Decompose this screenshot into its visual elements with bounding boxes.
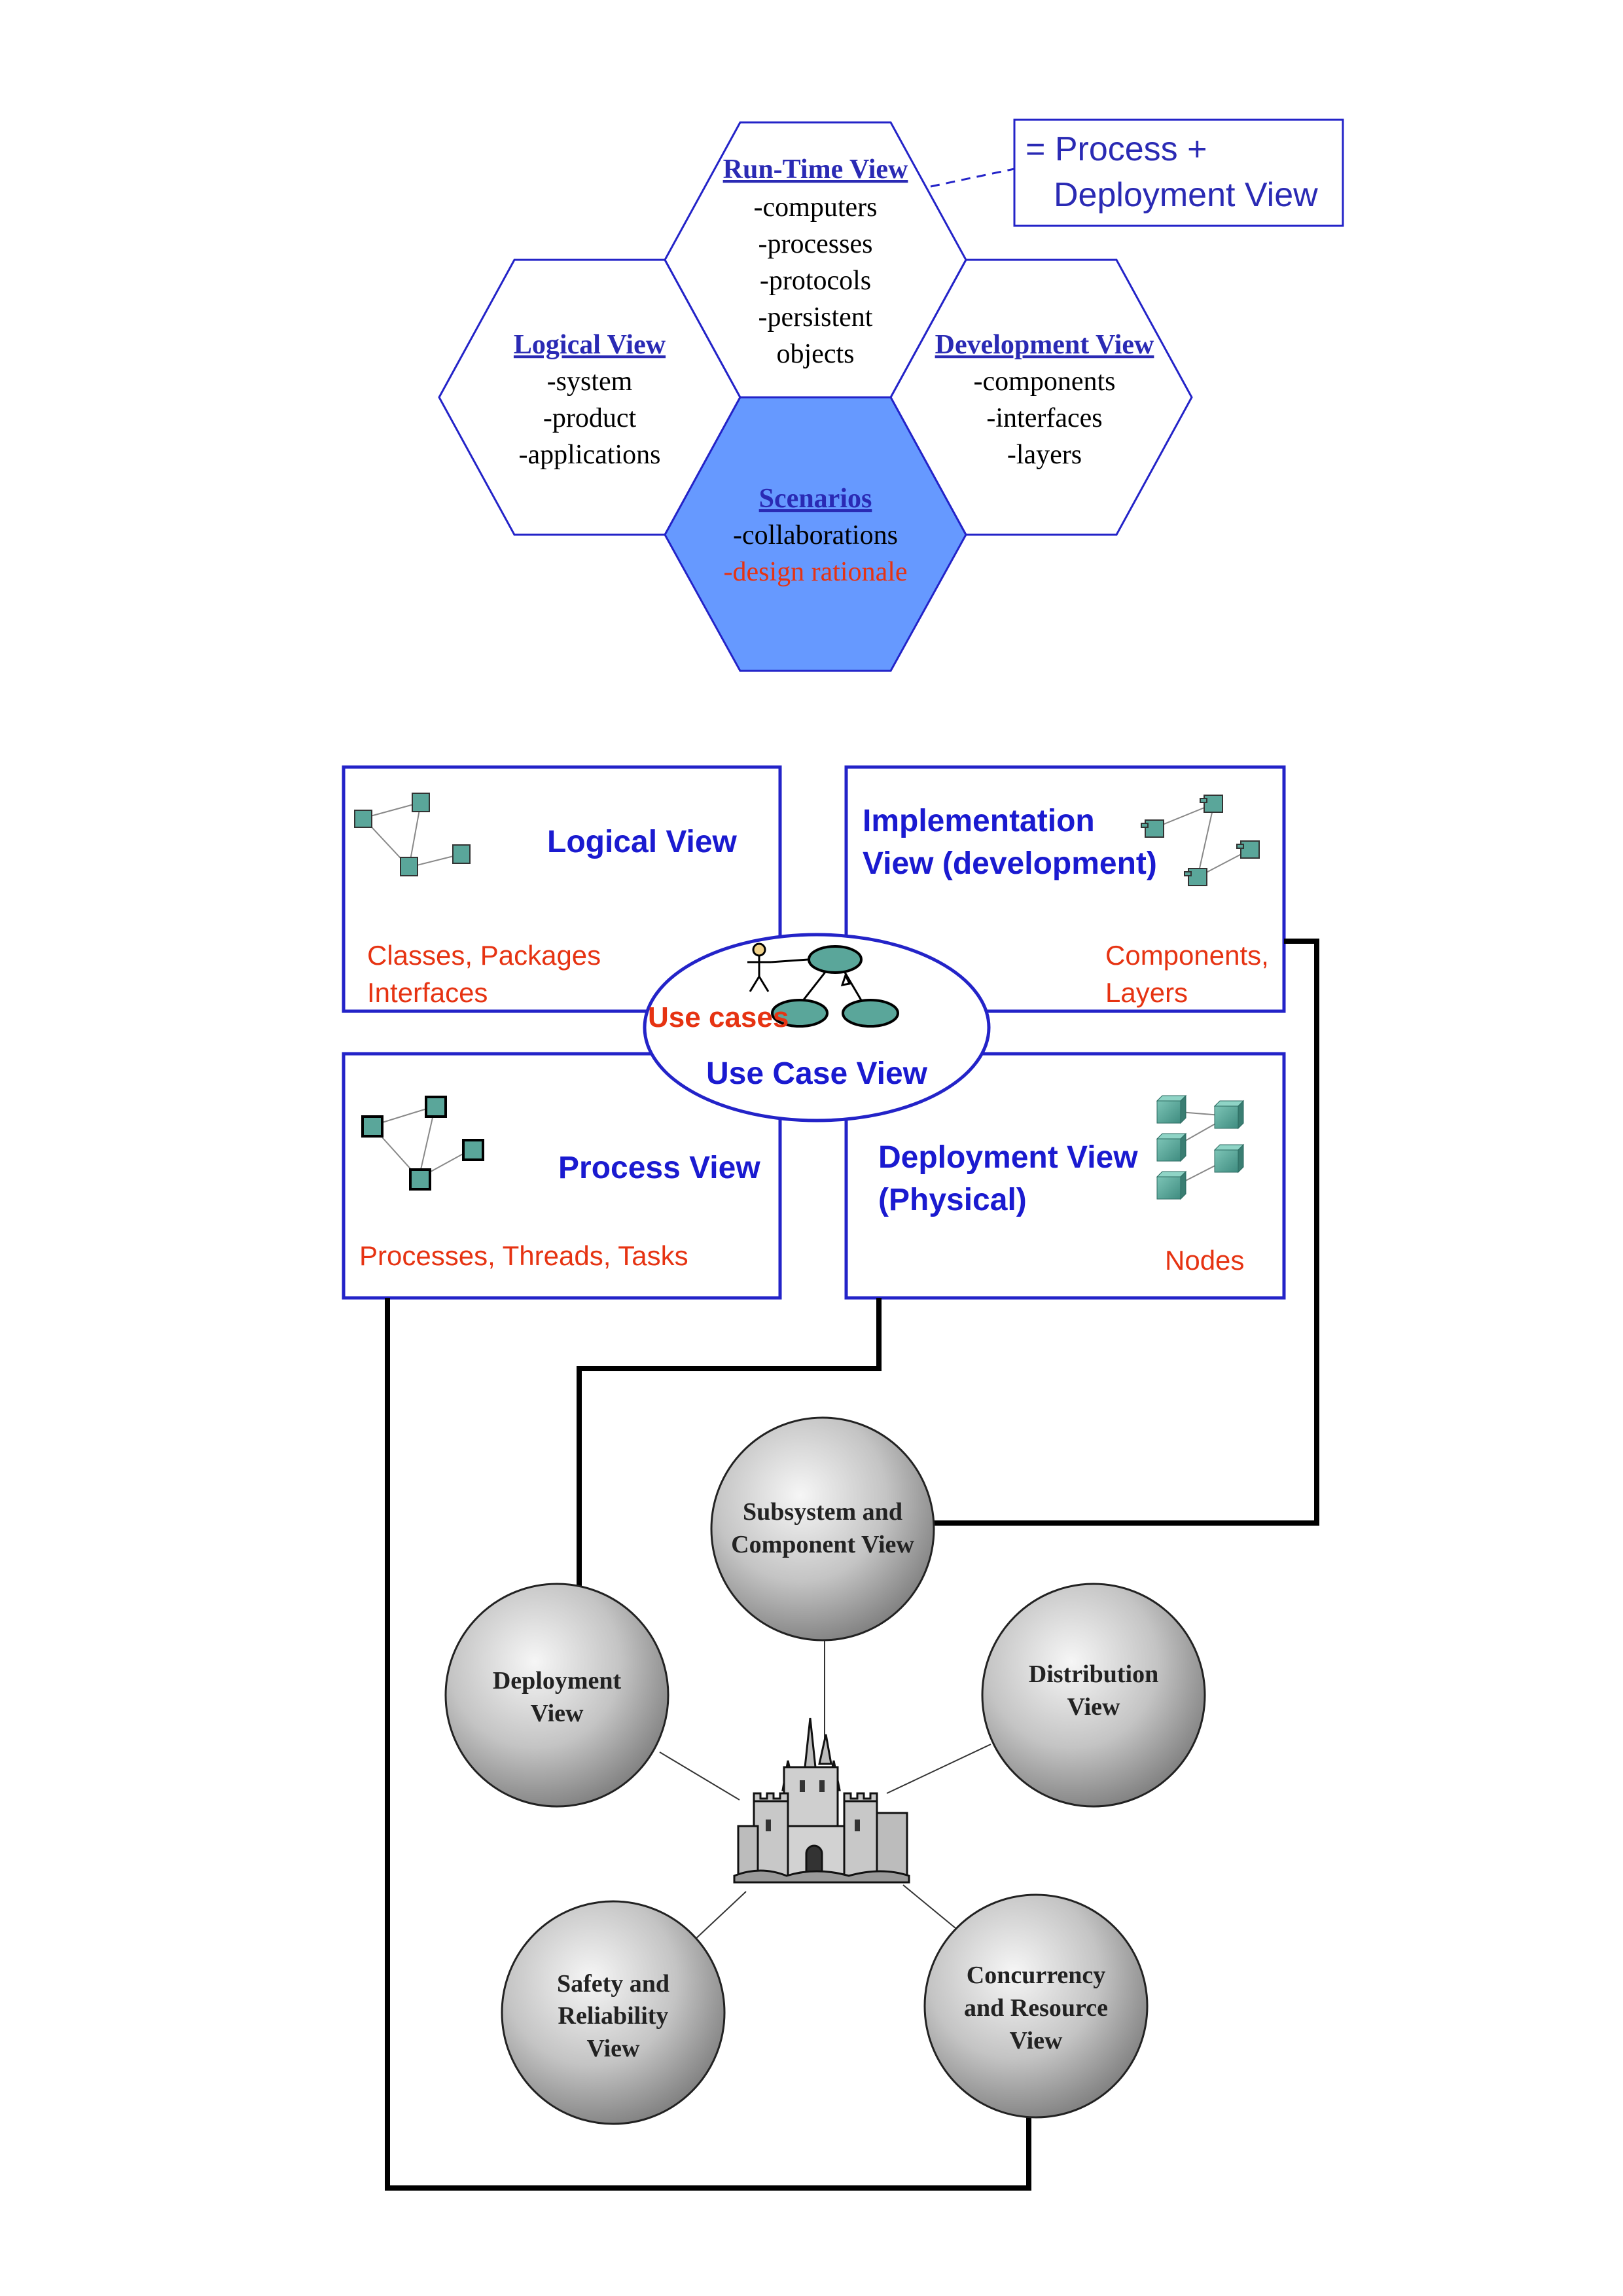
implementation-box-title-1: Implementation — [863, 804, 1095, 838]
sphere-distribution — [981, 1583, 1206, 1808]
logical-hex-item-1: -system — [547, 367, 633, 397]
connector-implementation-subsystem — [932, 939, 1319, 1526]
logical-hex-item-2: -product — [543, 403, 637, 433]
node-cubes-icon — [1156, 1094, 1245, 1200]
logical-box-title: Logical View — [547, 825, 738, 859]
spheres-diagram: Subsystem and Component View Deployment … — [444, 1416, 1206, 2125]
runtime-item-3: -protocols — [760, 266, 871, 296]
sphere-safety — [501, 1900, 726, 2125]
runtime-title: Run-Time View — [723, 154, 908, 185]
usecase-ellipse — [643, 933, 991, 1122]
scenarios-item-1: -collaborations — [733, 520, 898, 550]
logical-box-sub-2: Interfaces — [367, 977, 488, 1008]
sphere-deployment-line-2: View — [531, 1700, 584, 1727]
sphere-distribution-line-2: View — [1067, 1693, 1120, 1721]
implementation-box-sub-2: Layers — [1105, 977, 1188, 1008]
runtime-item-1: -computers — [754, 192, 878, 223]
logical-box-sub-1: Classes, Packages — [367, 940, 601, 971]
callout: = Process + Deployment View — [930, 118, 1344, 227]
usecase-title: Use Case View — [706, 1056, 928, 1091]
sphere-deployment — [444, 1583, 669, 1808]
deployment-box-title-2: (Physical) — [878, 1183, 1027, 1217]
component-diagram-icon — [1141, 795, 1260, 886]
view-boxes: Logical View Classes, Packages Interface… — [342, 765, 1286, 1300]
sphere-subsystem — [710, 1416, 935, 1641]
class-diagram-icon — [354, 793, 471, 876]
connector-process-concurrency — [385, 1298, 1031, 2191]
sphere-concurrency-line-2: and Resource — [964, 1994, 1108, 2022]
runtime-item-2: -processes — [758, 229, 873, 259]
callout-line-1: = Process + — [1026, 130, 1207, 168]
development-hex-item-3: -layers — [1007, 440, 1082, 470]
usecase-label: Use cases — [648, 1001, 789, 1033]
sphere-concurrency-line-3: View — [1010, 2027, 1063, 2054]
sphere-safety-line-3: View — [587, 2035, 640, 2062]
sphere-deployment-line-1: Deployment — [493, 1667, 622, 1695]
sphere-spokes — [659, 1640, 991, 1941]
usecase-bubbles-icon — [771, 945, 899, 1028]
logical-hex-item-3: -applications — [519, 440, 661, 470]
sphere-safety-line-2: Reliability — [558, 2002, 669, 2030]
process-diagram-icon — [361, 1096, 484, 1191]
implementation-box-title-2: View (development) — [863, 846, 1157, 881]
sphere-subsystem-line-1: Subsystem and — [743, 1498, 902, 1526]
sphere-subsystem-line-2: Component View — [731, 1531, 914, 1558]
sphere-concurrency — [923, 1893, 1149, 2119]
usecase-actor-icon — [747, 942, 865, 1005]
development-hex-item-2: -interfaces — [986, 403, 1102, 433]
deployment-box-sub-1: Nodes — [1165, 1245, 1244, 1276]
scenarios-title: Scenarios — [759, 484, 872, 514]
sphere-safety-line-1: Safety and — [557, 1970, 669, 1998]
process-box-title: Process View — [558, 1151, 760, 1185]
callout-box — [1013, 118, 1344, 227]
hexagon-scenarios — [664, 396, 967, 672]
connector-deployment-deployment — [577, 1298, 882, 1588]
callout-leader — [930, 168, 1015, 188]
development-hex-item-1: -components — [974, 367, 1116, 397]
deployment-box-title-1: Deployment View — [878, 1140, 1138, 1175]
sphere-distribution-line-1: Distribution — [1029, 1660, 1158, 1688]
connector-lines — [385, 939, 1319, 2191]
runtime-item-5: objects — [777, 339, 855, 369]
castle-icon — [733, 1717, 910, 1884]
scenarios-item-2: -design rationale — [723, 557, 907, 587]
sphere-concurrency-line-1: Concurrency — [967, 1962, 1106, 1989]
hexagon-group: Run-Time View -computers -processes -pro… — [438, 121, 1193, 672]
runtime-item-4: -persistent — [758, 302, 873, 332]
implementation-box-sub-1: Components, — [1105, 940, 1269, 971]
callout-line-2: Deployment View — [1054, 176, 1318, 214]
logical-hex-title: Logical View — [514, 330, 666, 360]
process-box-sub-1: Processes, Threads, Tasks — [359, 1240, 688, 1271]
development-hex-title: Development View — [935, 330, 1154, 360]
